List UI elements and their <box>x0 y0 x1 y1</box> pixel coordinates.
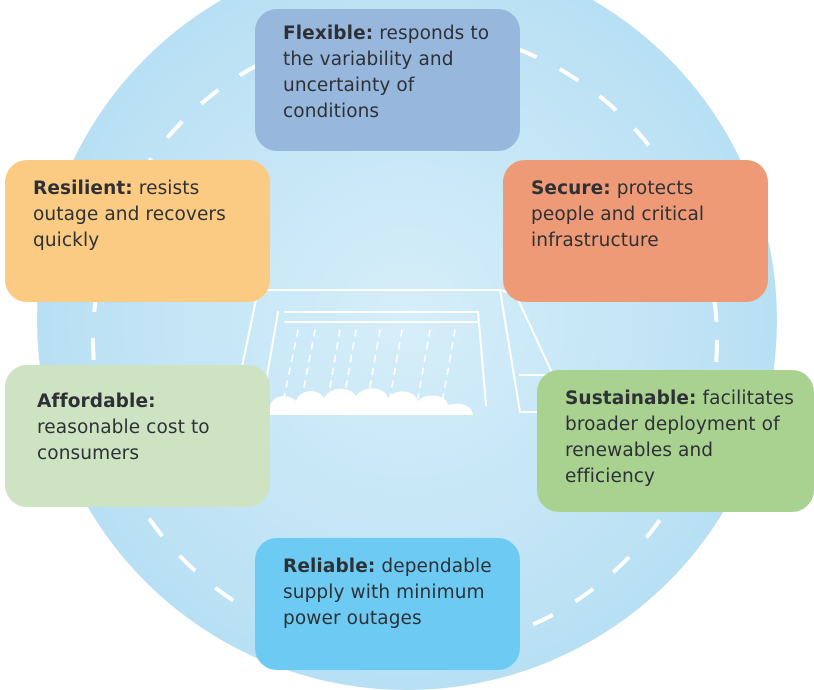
reliable-box: Reliable: dependable supply with minimum… <box>255 538 520 670</box>
flexible-text: responds to the variability and uncertai… <box>283 23 490 122</box>
sustainable-title: Sustainable: <box>565 388 697 409</box>
sustainable-text: facilitates broader deployment of renewa… <box>565 388 794 487</box>
resilient-box: Resilient: resists outage and recovers q… <box>5 160 270 302</box>
resilient-text: resists outage and recovers quickly <box>33 178 226 251</box>
sustainable-box: Sustainable: facilitates broader deploym… <box>537 370 814 512</box>
water-foam-icon <box>250 388 473 415</box>
flexible-box: Flexible: responds to the variability an… <box>255 9 520 151</box>
affordable-title: Affordable: <box>37 391 156 412</box>
hydroelectric-dam-icon <box>231 289 555 416</box>
secure-box: Secure: protects people and critical inf… <box>503 160 768 302</box>
secure-text: protects people and critical infrastruct… <box>531 178 705 251</box>
secure-title: Secure: <box>531 178 611 199</box>
affordable-box: Affordable: reasonable cost to consumers <box>5 365 270 507</box>
reliable-text: dependable supply with minimum power out… <box>283 556 492 629</box>
resilient-title: Resilient: <box>33 178 133 199</box>
affordable-text: reasonable cost to consumers <box>37 417 210 464</box>
reliable-title: Reliable: <box>283 556 376 577</box>
flexible-title: Flexible: <box>283 23 374 44</box>
